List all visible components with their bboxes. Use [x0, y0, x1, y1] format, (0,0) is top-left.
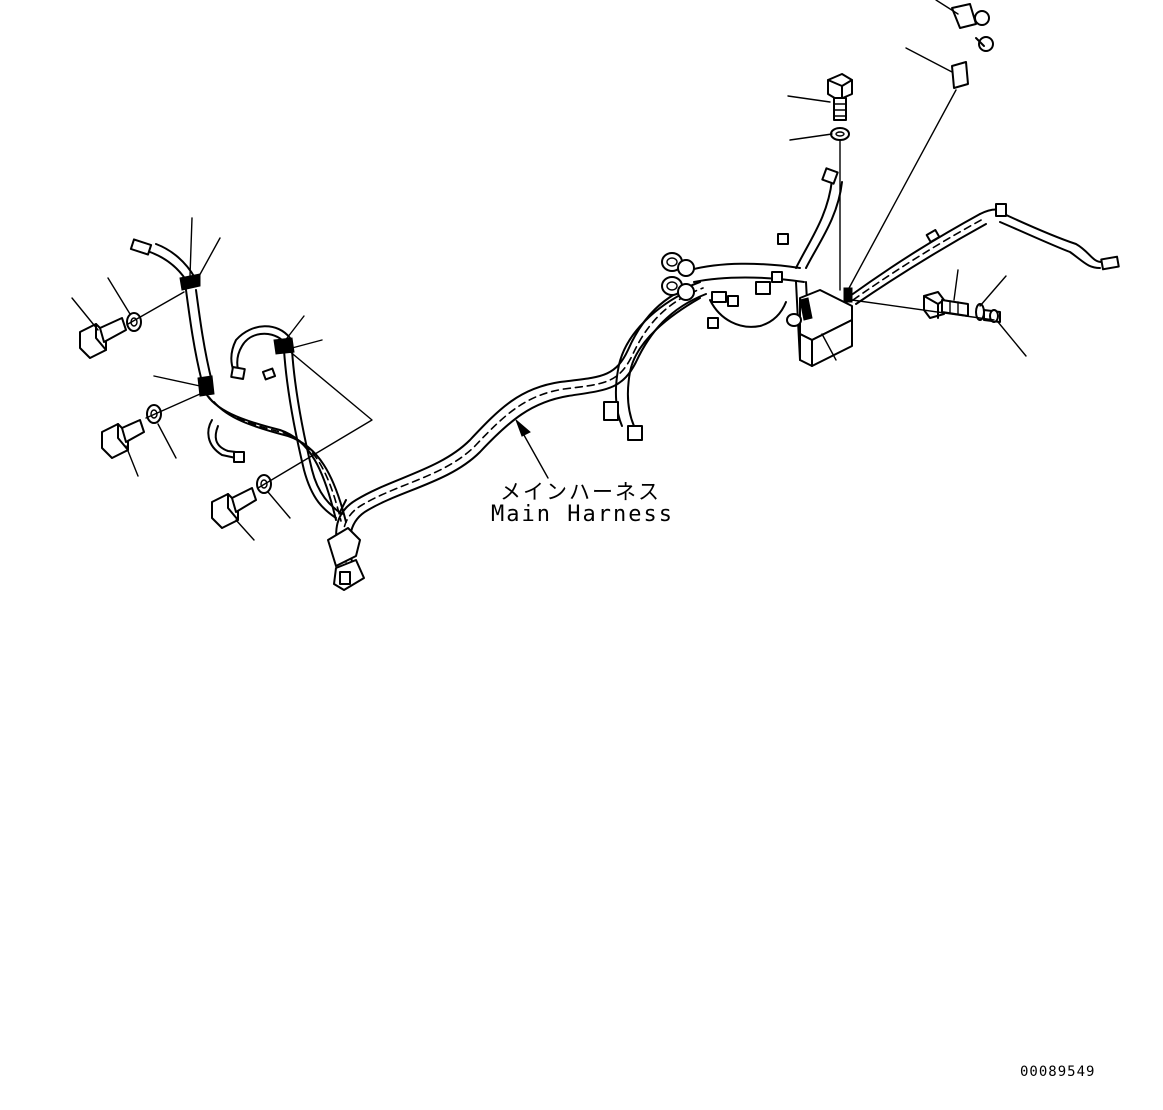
main-harness-trunk: [335, 281, 707, 567]
hex-bolt-icon: [79, 317, 257, 529]
left-harness-branch: [149, 243, 347, 523]
right-harness-branch: [614, 179, 1103, 427]
leader-lines-left: [71, 217, 323, 541]
hex-bolt-icon: [923, 291, 969, 319]
connector-cluster-left: [327, 499, 365, 591]
drawing-number: 00089549: [1020, 1064, 1096, 1080]
main-harness-label-jp: メインハーネス: [500, 480, 661, 504]
washer-icon: [830, 127, 850, 141]
main-harness-label-en: Main Harness: [491, 502, 674, 527]
assembly-axis-lines: [127, 291, 373, 489]
washer-icon: [126, 312, 272, 494]
main-harness-callout-arrow: [515, 419, 549, 479]
connector-icon: [129, 238, 277, 463]
assembly-axis-lines: [839, 89, 995, 321]
leader-lines-right: [787, 0, 1027, 361]
hex-bolt-icon: [827, 73, 853, 121]
connector-icon: [603, 167, 1120, 441]
bracket-icon: [786, 287, 853, 367]
connector-icon: [951, 3, 994, 89]
